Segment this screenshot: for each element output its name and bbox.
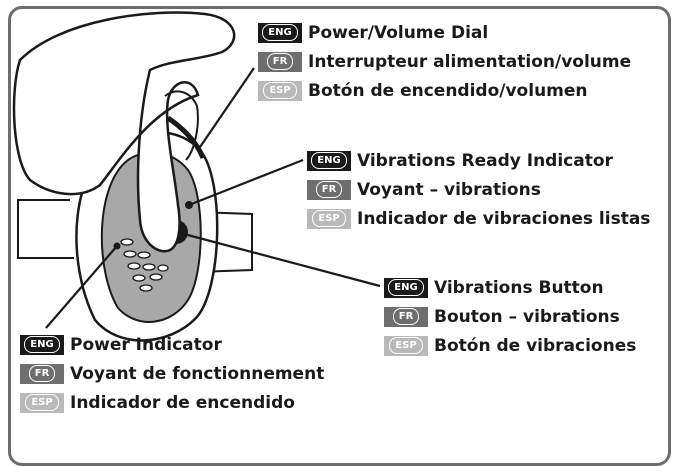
- callout-row-fr: FR Voyant – vibrations: [307, 179, 650, 200]
- callout-power-volume-dial: ENG Power/Volume Dial FR Interrupteur al…: [258, 22, 631, 109]
- callout-vibrations-ready-indicator: ENG Vibrations Ready Indicator FR Voyant…: [307, 150, 650, 237]
- callout-power-indicator: ENG Power Indicator FR Voyant de fonctio…: [20, 334, 324, 421]
- callout-row-fr: FR Bouton – vibrations: [384, 306, 636, 327]
- callout-row-eng: ENG Vibrations Button: [384, 277, 636, 298]
- device-illustration: [12, 11, 381, 342]
- callout-row-esp: ESP Botón de vibraciones: [384, 335, 636, 356]
- callout-label: Power/Volume Dial: [308, 22, 489, 43]
- callout-row-esp: ESP Indicador de vibraciones listas: [307, 208, 650, 229]
- callout-label: Botón de vibraciones: [434, 335, 637, 356]
- callout-label: Power Indicator: [70, 334, 222, 355]
- callout-row-esp: ESP Indicador de encendido: [20, 392, 324, 413]
- fr-language-icon: FR: [384, 306, 428, 327]
- eng-language-icon: ENG: [20, 334, 64, 355]
- esp-language-icon: ESP: [384, 335, 428, 356]
- fr-language-icon: FR: [20, 363, 64, 384]
- callout-label: Indicador de vibraciones listas: [357, 208, 651, 229]
- esp-language-icon: ESP: [20, 392, 64, 413]
- callout-label: Vibrations Ready Indicator: [357, 150, 613, 171]
- fr-language-icon: FR: [307, 179, 351, 200]
- callout-row-fr: FR Voyant de fonctionnement: [20, 363, 324, 384]
- fr-language-icon: FR: [258, 51, 302, 72]
- callout-label: Voyant de fonctionnement: [70, 363, 325, 384]
- callout-row-fr: FR Interrupteur alimentation/volume: [258, 51, 631, 72]
- callout-label: Interrupteur alimentation/volume: [308, 51, 632, 72]
- callout-row-eng: ENG Vibrations Ready Indicator: [307, 150, 650, 171]
- callout-row-eng: ENG Power Indicator: [20, 334, 324, 355]
- callout-label: Bouton – vibrations: [434, 306, 620, 327]
- callout-label: Voyant – vibrations: [357, 179, 541, 200]
- callout-vibrations-button: ENG Vibrations Button FR Bouton – vibrat…: [384, 277, 636, 364]
- esp-language-icon: ESP: [307, 208, 351, 229]
- callout-row-esp: ESP Botón de encendido/volumen: [258, 80, 631, 101]
- callout-label: Vibrations Button: [434, 277, 604, 298]
- eng-language-icon: ENG: [258, 22, 302, 43]
- callout-row-eng: ENG Power/Volume Dial: [258, 22, 631, 43]
- esp-language-icon: ESP: [258, 80, 302, 101]
- callout-label: Indicador de encendido: [70, 392, 295, 413]
- callout-label: Botón de encendido/volumen: [308, 80, 588, 101]
- eng-language-icon: ENG: [307, 150, 351, 171]
- eng-language-icon: ENG: [384, 277, 428, 298]
